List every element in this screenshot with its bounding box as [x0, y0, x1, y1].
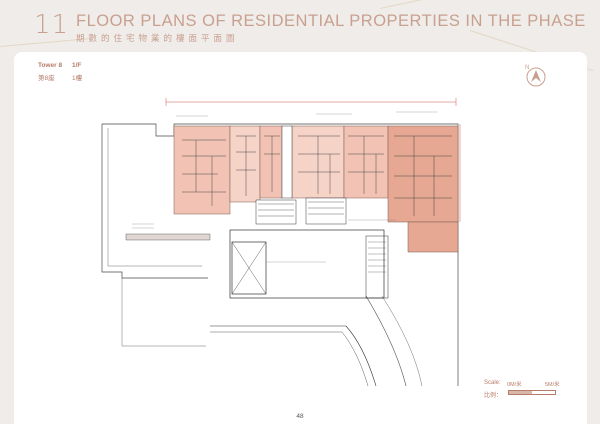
content-card — [14, 52, 587, 424]
scale-bar — [508, 390, 556, 395]
north-label: N — [525, 65, 529, 71]
north-arrow-icon: N — [525, 65, 546, 87]
scale-label-en: Scale: — [484, 380, 501, 386]
page-header: 11 FLOOR PLANS OF RESIDENTIAL PROPERTIES… — [0, 0, 600, 52]
page-title-zh: 期數的住宅物業的樓面平面圖 — [76, 33, 239, 43]
tower-label-en: Tower 8 — [38, 62, 63, 69]
scale-end: 5M/米 — [545, 382, 560, 388]
page-number: 11 — [34, 10, 70, 40]
tower-label-zh: 第8座 — [38, 75, 55, 82]
page-footer-number: 48 — [296, 413, 304, 420]
floor-label-en: 1/F — [72, 62, 82, 69]
scale-start: 0M/米 — [507, 382, 522, 388]
scale-label-zh: 比例： — [484, 393, 503, 399]
page-title-en: FLOOR PLANS OF RESIDENTIAL PROPERTIES IN… — [76, 12, 586, 30]
floor-label-zh: 1樓 — [72, 75, 83, 82]
floor-plan-drawing — [101, 98, 461, 386]
